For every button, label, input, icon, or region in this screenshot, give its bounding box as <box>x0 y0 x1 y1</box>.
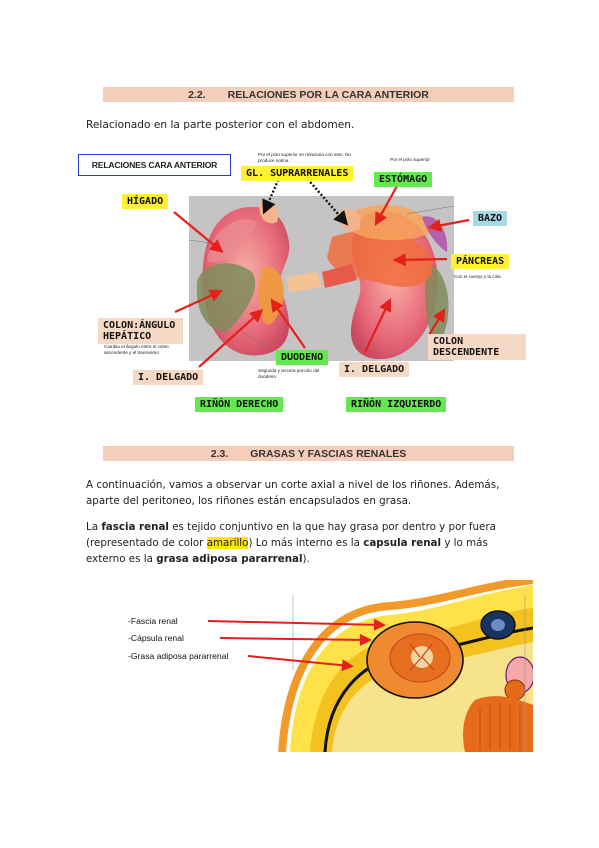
arrow-capsula-renal <box>219 633 372 646</box>
label-suprarrenales: GL. SUPRARRENALES <box>241 166 354 181</box>
kidney-anatomy-illustration <box>173 175 470 368</box>
paragraph-corte-axial: A continuación, vamos a observar un cort… <box>86 479 500 507</box>
anterior-relations-figure <box>77 152 517 414</box>
label-estomago: ESTÓMAGO <box>374 172 433 187</box>
label-delgado-right: I. DELGADO <box>339 362 410 377</box>
label-colon-hepatico: COLON:ÁNGULO HEPÁTICO <box>98 318 183 344</box>
text: La <box>86 521 102 533</box>
estomago-arrow <box>374 185 398 226</box>
colon-hepatico-note: Cambia el ángulo entre el colon ascenden… <box>104 344 169 355</box>
label-grasa-adiposa-pararrenal: -Grasa adiposa pararrenal <box>128 651 229 661</box>
duodeno-note: Segunda y tercera porción del duodeno <box>258 368 320 379</box>
delgado-right-arrow <box>364 298 392 353</box>
section-title: RELACIONES POR LA CARA ANTERIOR <box>227 88 429 101</box>
colon-hepatico-arrow <box>174 289 224 314</box>
term-fascia-renal: fascia renal <box>101 521 169 533</box>
estomago-note: Por el polo superior <box>390 157 430 162</box>
colon-hepatic-region <box>196 263 256 332</box>
duodeno-arrow <box>270 298 306 349</box>
pancreas-arrow <box>392 253 448 267</box>
label-rinon-izquierdo: RIÑÓN IZQUIERDO <box>346 397 447 412</box>
section-header-2-3: 2.3. GRASAS Y FASCIAS RENALES <box>103 446 514 461</box>
label-colon-descendente: COLON DESCENDENTE <box>428 334 526 360</box>
text: y lo más externo es la <box>86 537 488 565</box>
term-capsula-renal: capsula renal <box>363 537 442 549</box>
term-grasa-adiposa: grasa adiposa pararrenal <box>156 553 303 565</box>
higado-arrow <box>173 211 224 253</box>
text: es tejido conjuntivo en la que hay grasa… <box>86 521 496 549</box>
paragraph-fascia-renal: La fascia renal es tejido conjuntivo en … <box>86 519 516 567</box>
text: ) Lo más interno es la <box>248 537 364 549</box>
label-bazo: BAZO <box>473 211 508 226</box>
label-duodeno: DUODENO <box>276 350 329 365</box>
text: ). <box>302 553 310 565</box>
axial-section-figure <box>207 580 533 752</box>
delgado-left-arrow <box>198 309 264 368</box>
label-delgado-left: I. DELGADO <box>133 370 204 385</box>
label-higado: HÍGADO <box>122 194 169 209</box>
intro-paragraph: Relacionado en la parte posterior con el… <box>86 119 355 131</box>
label-pancreas: PÁNCREAS <box>451 254 510 269</box>
arrow-fascia-renal <box>207 618 386 631</box>
section-title: GRASAS Y FASCIAS RENALES <box>250 447 407 460</box>
figure-title-box: RELACIONES CARA ANTERIOR <box>78 154 231 176</box>
section-number: 2.2. <box>188 88 206 101</box>
label-fascia-renal: -Fascia renal <box>128 616 178 626</box>
arrow-grasa-adiposa <box>247 655 354 672</box>
highlight-amarillo: amarillo <box>206 537 249 549</box>
section-header-2-2: 2.2. RELACIONES POR LA CARA ANTERIOR <box>103 87 514 102</box>
bazo-arrow <box>427 218 470 232</box>
label-rinon-derecho: RIÑÓN DERECHO <box>195 397 284 412</box>
label-capsula-renal: -Cápsula renal <box>128 633 184 643</box>
section-number: 2.3. <box>210 447 229 460</box>
pancreas-note: Con el cuerpo y la cola <box>454 274 501 279</box>
suprarrenales-note: Por el polo superior se relaciona con es… <box>258 152 351 163</box>
renal-vessels <box>287 272 322 292</box>
colon-descendente-arrow <box>428 308 446 336</box>
